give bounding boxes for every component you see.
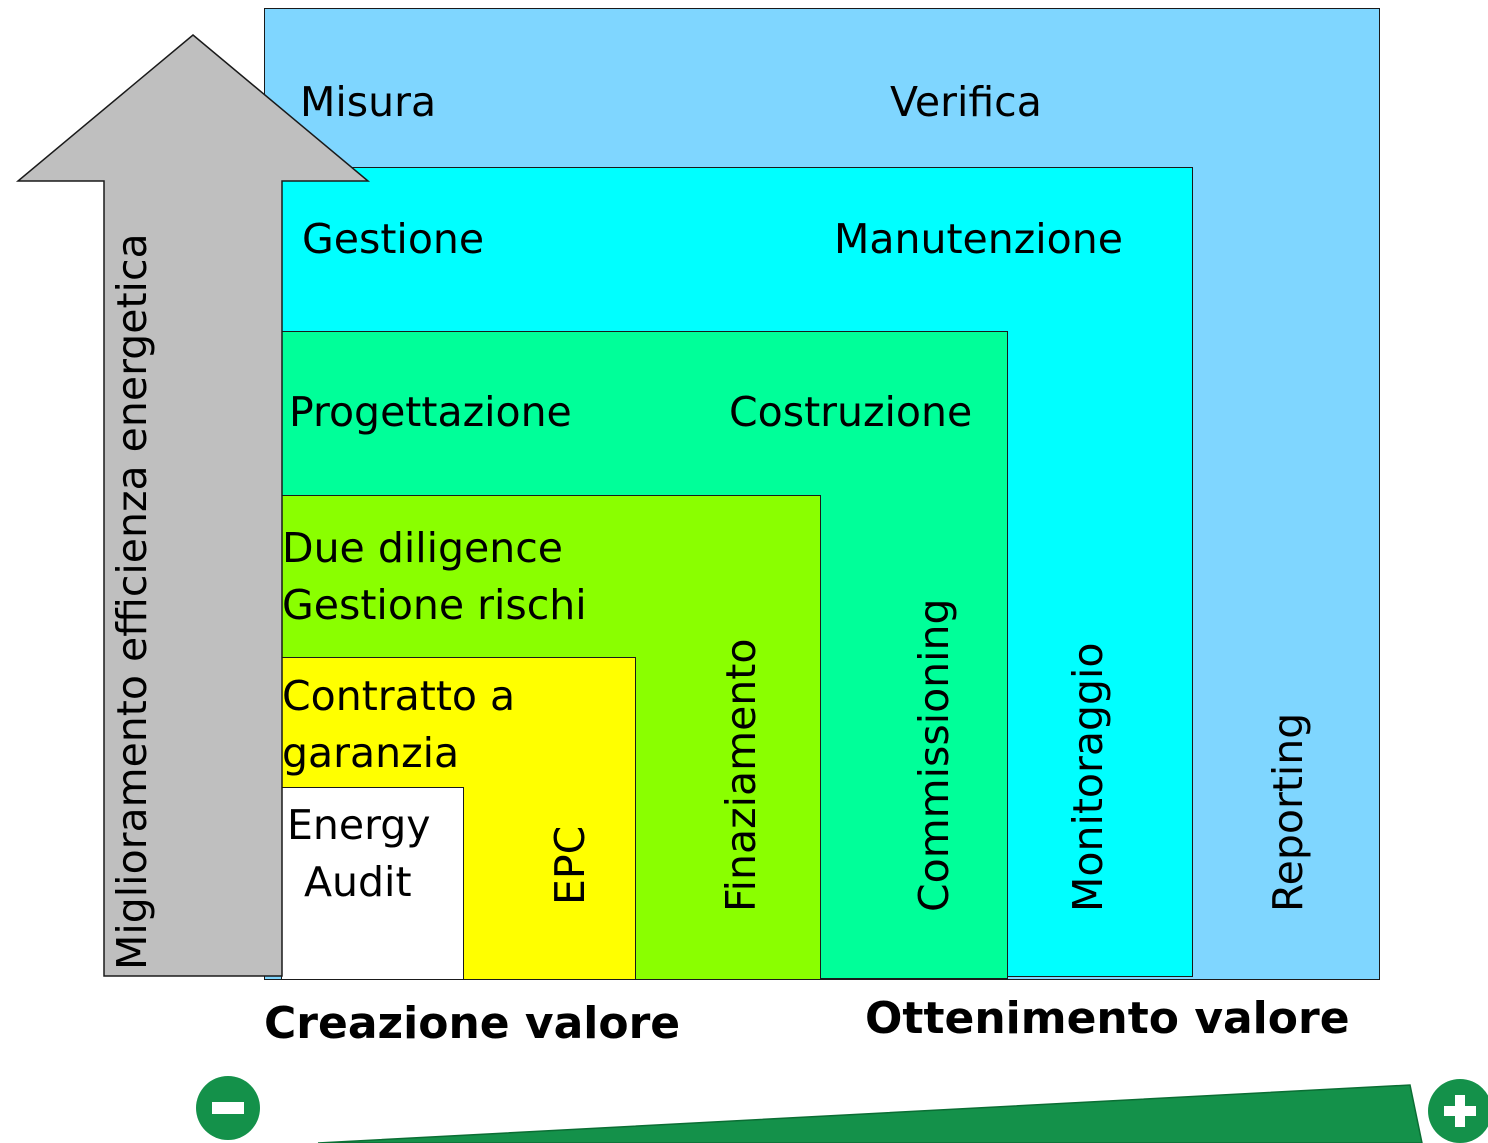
- plus-icon: [1428, 1079, 1488, 1143]
- level-5-right-label: Verifica: [890, 78, 1042, 126]
- value-creation-label: Creazione valore: [264, 998, 681, 1049]
- level-5-left-label: Misura: [300, 78, 437, 126]
- level-0-box: [281, 787, 464, 980]
- level-3-right-label: Costruzione: [729, 388, 973, 436]
- level-2-line2-label: Gestione rischi: [282, 581, 587, 629]
- minus-icon: [196, 1076, 260, 1140]
- level-1-line2-label: garanzia: [282, 729, 460, 777]
- level-4-left-label: Gestione: [302, 215, 485, 263]
- level-3-left-label: Progettazione: [289, 388, 572, 436]
- value-realization-label: Ottenimento valore: [865, 993, 1350, 1044]
- level-0-line2-label: Audit: [304, 858, 412, 906]
- value-wedge: [317, 1084, 1423, 1143]
- improvement-arrow: [15, 34, 371, 977]
- level-1-line1-label: Contratto a: [282, 672, 516, 720]
- level-2-line1-label: Due diligence: [282, 524, 564, 572]
- level-4-right-label: Manutenzione: [834, 215, 1123, 263]
- level-0-line1-label: Energy: [287, 801, 431, 849]
